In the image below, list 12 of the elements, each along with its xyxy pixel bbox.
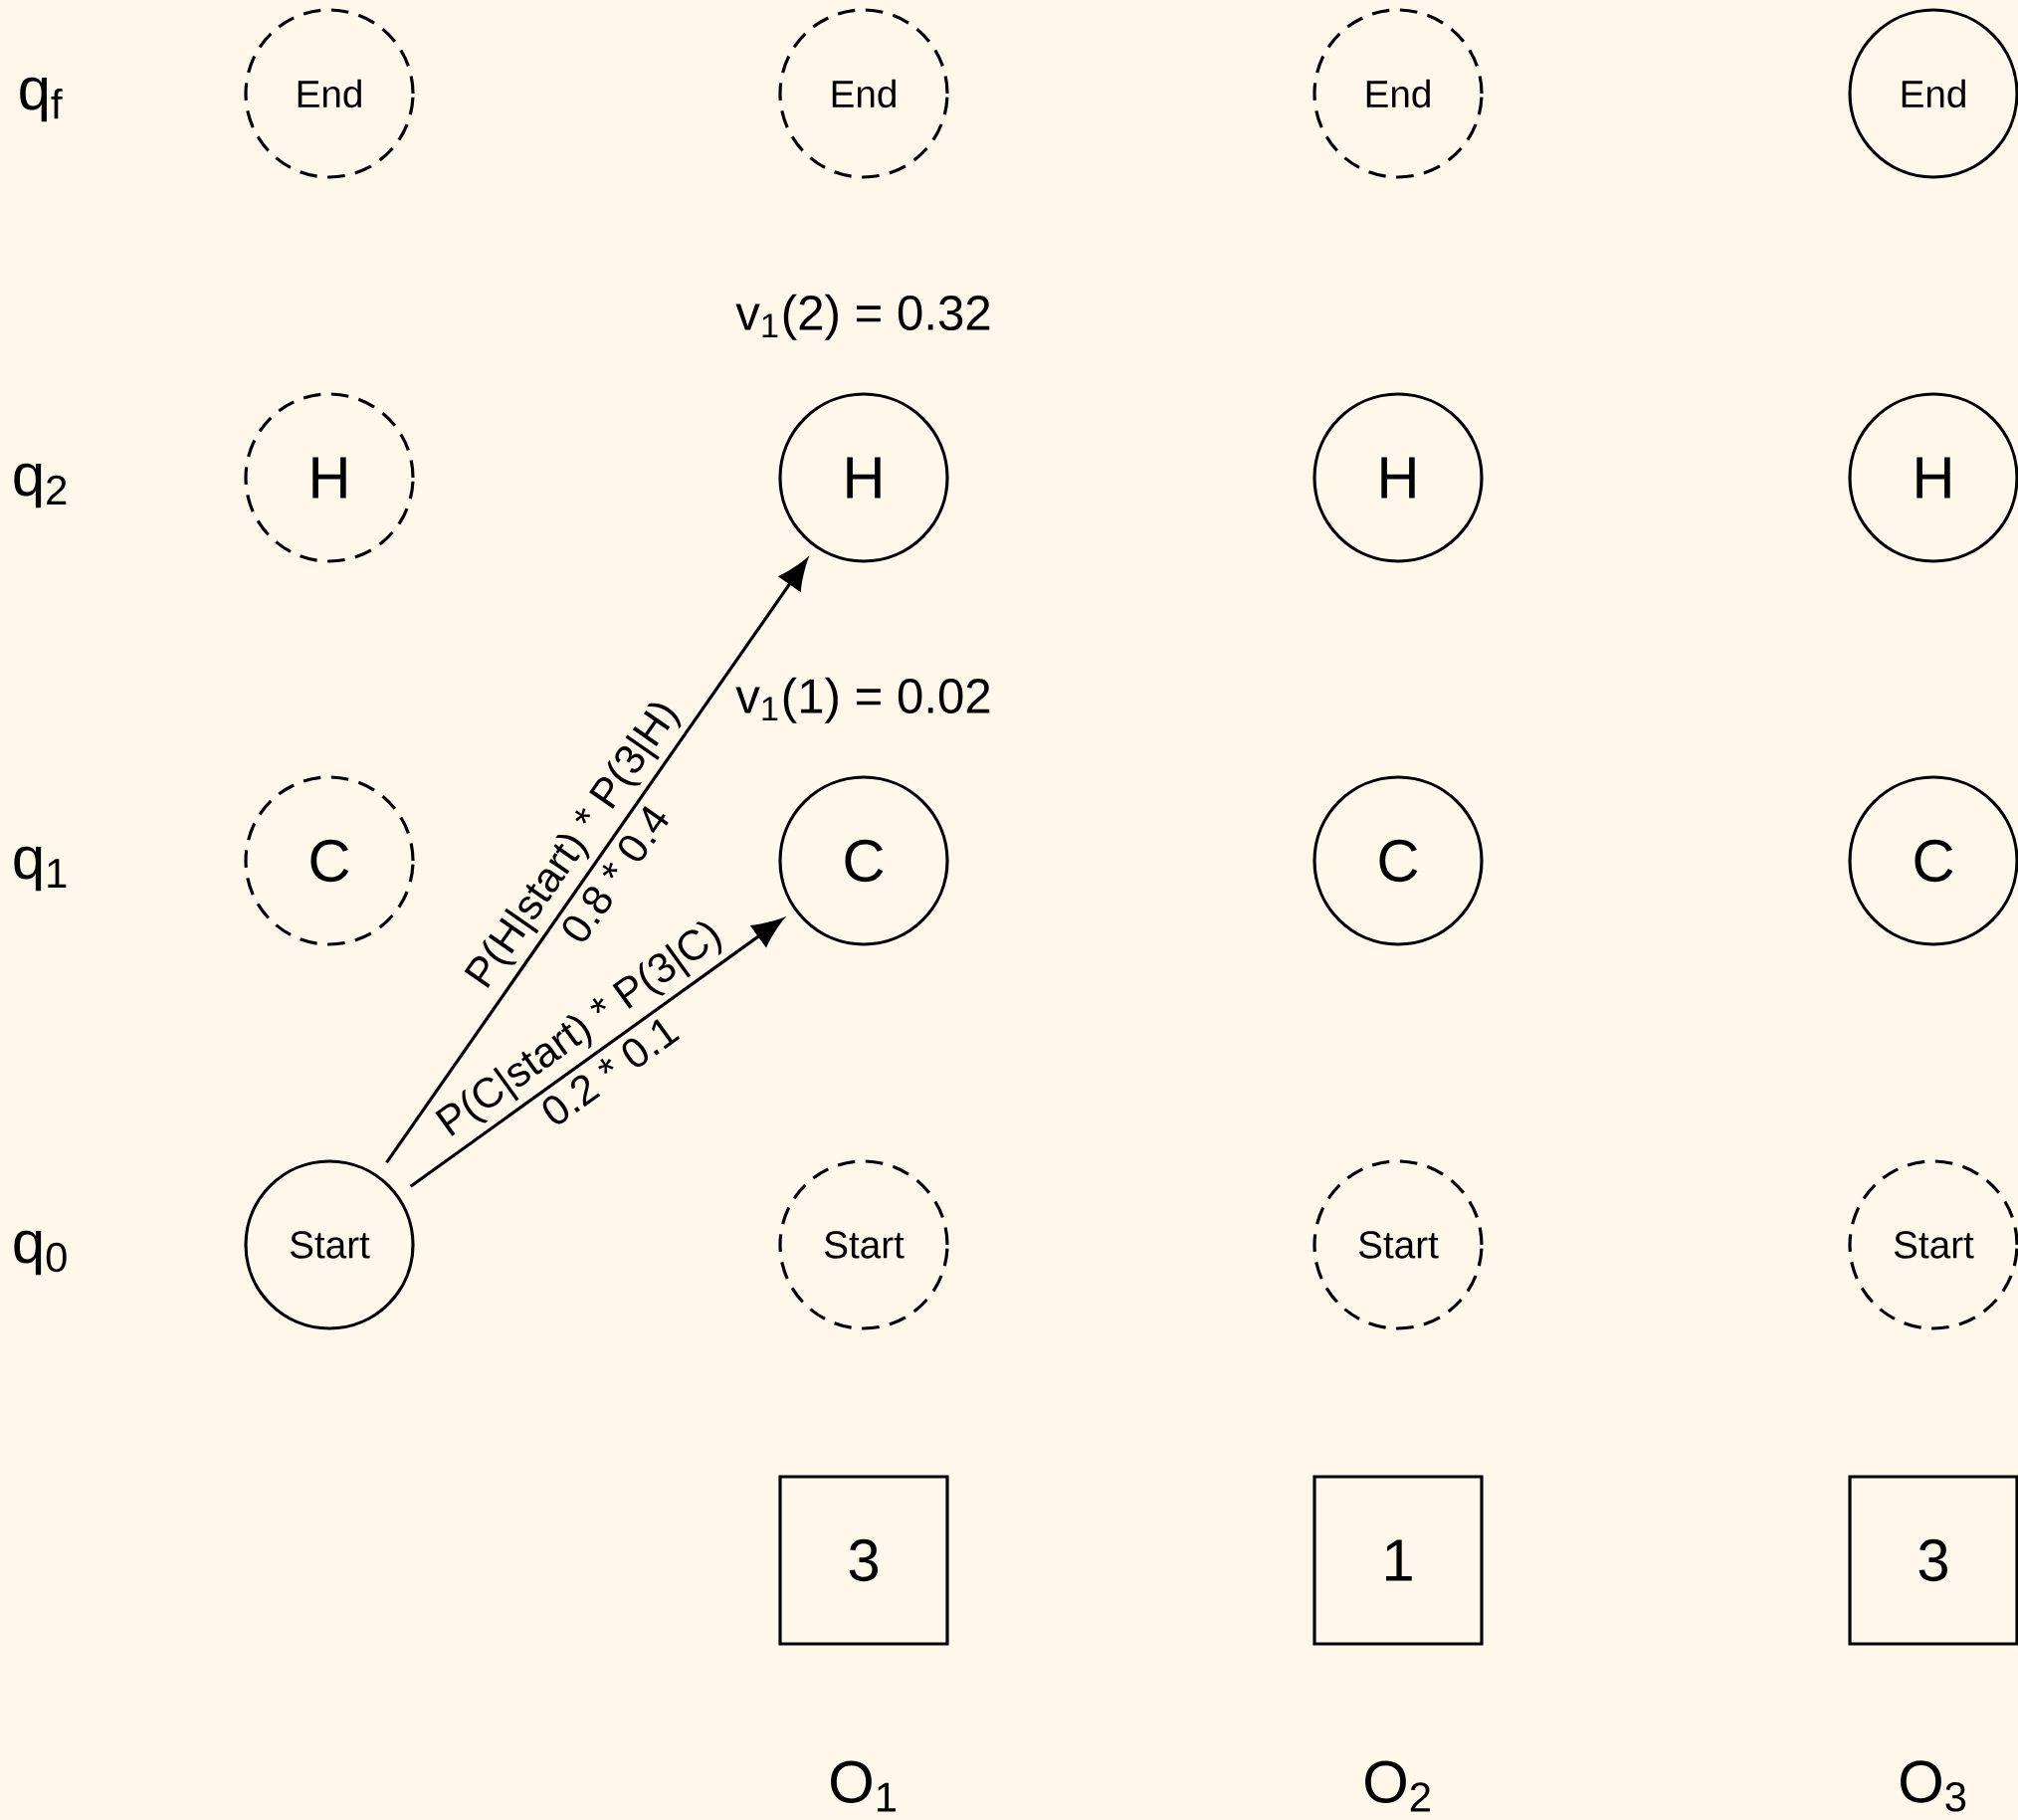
- column-label: O$_{1}$: [831, 1760, 896, 1812]
- column-label: O$_{3}$: [1901, 1760, 1966, 1812]
- row-label: q$_{f}$: [20, 77, 63, 122]
- value-label: v$_{1}$(2) = 0.32: [735, 294, 990, 340]
- observation-box: 1: [1312, 1475, 1484, 1646]
- observation-box: 3: [1848, 1475, 2018, 1646]
- value-label: v$_{1}$(1) = 0.02: [735, 677, 990, 723]
- column-label: O$_{2}$: [1365, 1760, 1430, 1812]
- observation-box: 3: [778, 1475, 949, 1646]
- row-label: q$_{0}$: [14, 1230, 67, 1276]
- row-label: q$_{2}$: [14, 463, 67, 508]
- row-label: q$_{1}$: [14, 846, 67, 892]
